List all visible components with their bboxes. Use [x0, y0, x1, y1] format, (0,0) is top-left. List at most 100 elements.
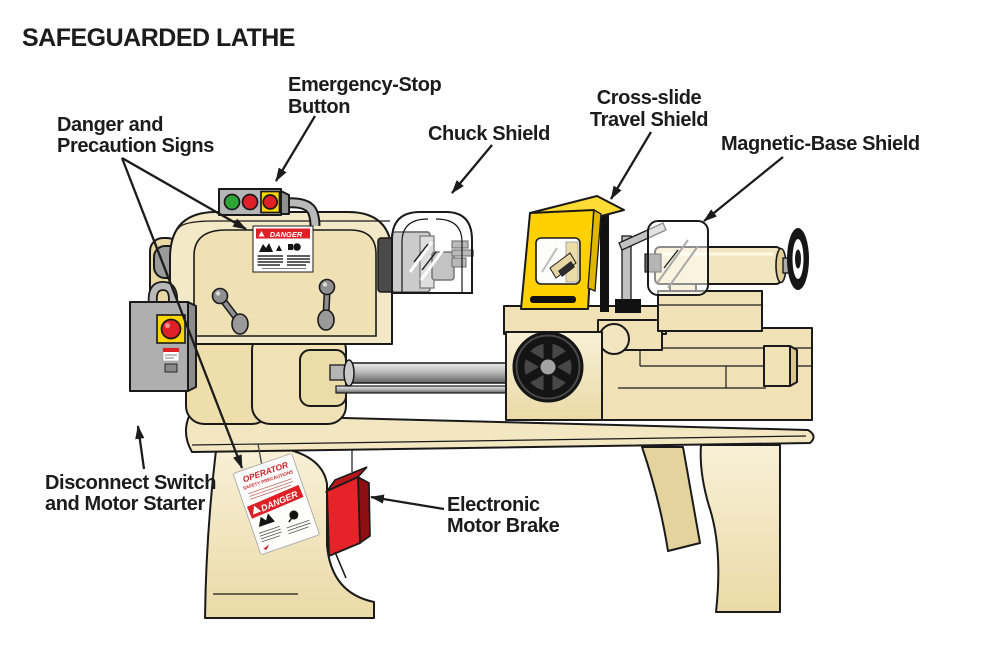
label-magnetic-base-shield: Magnetic-Base Shield	[721, 133, 920, 155]
leader-magnetic-base-shield	[703, 156, 784, 222]
danger-warning-triangle-icon	[258, 231, 265, 237]
operator-warning-triangle-icon	[252, 504, 263, 516]
disconnect-switch-box	[129, 280, 197, 392]
headstock-top-lip	[177, 220, 390, 230]
magnetic-shield-glare	[657, 239, 699, 289]
danger-pictogram-chip	[276, 245, 282, 251]
lever-2-ball[interactable]	[318, 278, 336, 296]
lever-1-ball[interactable]	[211, 287, 229, 305]
sign-string	[257, 443, 263, 467]
operator-sign-right-lines	[286, 519, 311, 535]
headstock	[149, 211, 393, 345]
disconnect-mini-label-lines	[165, 354, 177, 359]
label-danger-signs-1: Danger and	[57, 114, 163, 136]
label-disconnect-switch-2: and Motor Starter	[45, 493, 205, 515]
lever-2-highlight	[322, 282, 328, 287]
window-tool-holder-view	[549, 252, 577, 279]
yellow-shield-side-strip	[587, 208, 602, 292]
front-right-leg	[699, 444, 781, 613]
label-emergency-stop-1: Emergency-Stop	[288, 74, 442, 96]
saddle-knob[interactable]	[598, 323, 630, 355]
leader-disconnect-switch	[135, 425, 146, 470]
rear-right-leg	[641, 446, 701, 552]
window-glare	[541, 247, 558, 273]
brake-wire	[334, 551, 347, 579]
danger-sign-text-lines	[257, 255, 310, 266]
magnetic-shield-reflection	[663, 249, 679, 269]
operator-pictogram-figure	[258, 513, 275, 528]
start-button[interactable]	[223, 193, 241, 211]
danger-pictogram-figure	[259, 243, 273, 252]
leader-motor-brake	[370, 494, 445, 511]
disconnect-button-highlight	[164, 322, 171, 329]
emergency-stop-button[interactable]	[262, 194, 279, 210]
label-motor-brake-2: Motor Brake	[447, 515, 560, 537]
danger-sign-banner	[256, 228, 310, 239]
window-cutting-tool-view	[558, 261, 575, 277]
label-danger-signs-2: Precaution Signs	[57, 135, 214, 157]
magnetic-base-block	[615, 299, 641, 313]
labels: SAFEGUARDED LATHE Emergency-Stop Button …	[22, 24, 920, 537]
leadscrew-assembly	[329, 359, 535, 394]
leadscrew-collar	[343, 359, 355, 387]
brake-box-front	[326, 475, 361, 558]
lever-1-boss	[231, 313, 249, 335]
conduit	[283, 199, 319, 227]
chuck-shield-reflection-marks	[413, 243, 437, 271]
control-levers	[211, 278, 336, 335]
lever-2-boss	[317, 309, 335, 331]
feed-rod	[335, 385, 535, 394]
handwheel-hub	[538, 357, 558, 377]
bed-end-block-side	[789, 345, 798, 387]
carriage-handwheel[interactable]	[512, 331, 584, 403]
stop-button[interactable]	[241, 193, 259, 211]
chip-pan	[185, 413, 815, 453]
disconnect-red-button[interactable]	[160, 318, 182, 340]
page-title: SAFEGUARDED LATHE	[22, 24, 295, 52]
operator-pictogram-belt	[288, 514, 295, 523]
chuck-shield-hoop-1	[401, 218, 429, 293]
leader-emergency-stop	[275, 115, 316, 182]
yellow-shield-slot	[530, 296, 576, 303]
disconnect-toggle[interactable]	[164, 363, 178, 373]
operator-sign-intro-lines	[248, 478, 294, 500]
headstock-front-panel	[193, 229, 377, 337]
tailstock-handwheel[interactable]	[787, 228, 809, 290]
lever-1-highlight	[215, 291, 221, 296]
motor-brake-part	[324, 466, 371, 579]
label-disconnect-switch-1: Disconnect Switch	[45, 472, 216, 494]
chuck-shield-glare	[408, 241, 445, 281]
tailstock-base	[657, 290, 763, 332]
estop-panel-side	[280, 190, 290, 215]
cross-slide-shield-part	[520, 195, 625, 310]
label-cross-slide-2: Travel Shield	[590, 109, 708, 131]
emergency-stop-panel	[218, 188, 321, 227]
operator-sign-logo-mark	[263, 544, 270, 550]
danger-sign-text: DANGER	[270, 230, 303, 239]
danger-pictogram-rotating-part	[293, 243, 301, 251]
operator-sign-left-lines	[258, 525, 282, 543]
label-chuck-shield: Chuck Shield	[428, 123, 550, 145]
carriage	[503, 208, 667, 421]
leader-cross-slide-shield	[610, 131, 652, 200]
bed-end-block	[763, 345, 791, 387]
tool-post	[600, 208, 609, 312]
leader-danger-sign-b	[120, 157, 244, 469]
label-cross-slide-1: Cross-slide	[597, 87, 702, 109]
chuck-shield-hoop-2	[435, 218, 463, 293]
leader-chuck-shield	[451, 144, 493, 194]
disconnect-conduit-loop	[149, 282, 177, 305]
magnetic-shield-panel[interactable]	[647, 220, 709, 296]
feed-gearbox	[185, 331, 347, 425]
lathe-illustration: DANGER	[129, 188, 815, 619]
danger-pictogram-block	[288, 244, 293, 250]
leader-danger-sign-a	[121, 157, 247, 230]
chuck-shield-part	[391, 211, 473, 294]
disconnect-mini-label-header	[163, 348, 179, 352]
chuck-shield-dome[interactable]	[391, 211, 473, 294]
label-emergency-stop-2: Button	[288, 96, 350, 118]
headstock-danger-sign: DANGER	[252, 225, 314, 273]
chip-pan-edge	[191, 435, 807, 446]
magnetic-base-assembly	[615, 220, 709, 313]
